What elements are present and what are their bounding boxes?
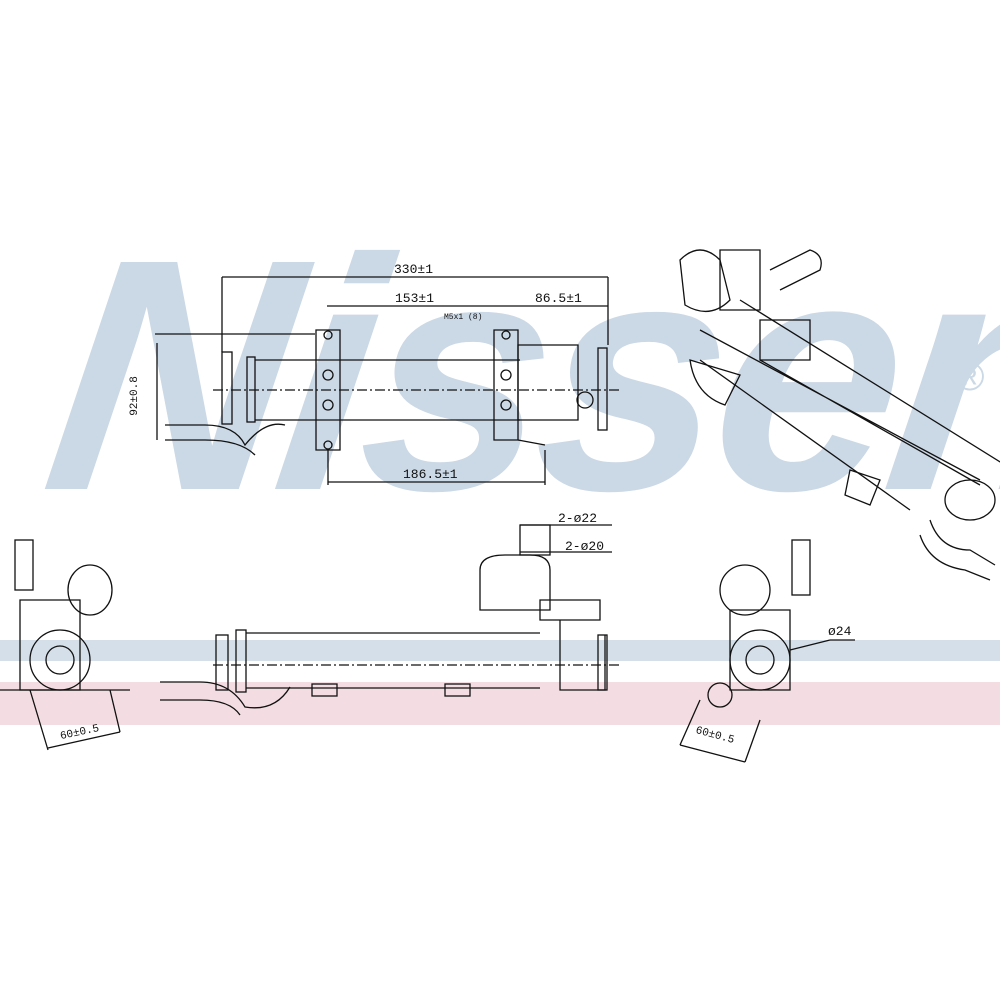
- blue-stripe: [0, 640, 1000, 661]
- dim-height: 92±0.8: [128, 376, 141, 416]
- dim-overall-length: 330±1: [394, 262, 434, 277]
- dim-diameter-inner: 2-ø20: [565, 539, 605, 554]
- dim-pipe-diameter: ø24: [828, 624, 852, 639]
- isometric-view: [679, 249, 1000, 581]
- front-view: [160, 524, 620, 716]
- dim-end-offset: 86.5±1: [535, 291, 582, 306]
- dim-lower-bracket-spacing: 186.5±1: [403, 467, 458, 482]
- thread-note: M5x1 (8): [444, 313, 483, 322]
- pink-stripe: [0, 682, 1000, 725]
- dim-bracket-spacing: 153±1: [395, 291, 435, 306]
- dim-diameter-outer: 2-ø22: [558, 511, 598, 526]
- registered-mark: ®: [955, 355, 985, 399]
- top-view: [155, 276, 620, 485]
- left-side-view: [0, 539, 130, 751]
- right-side-view: [679, 539, 855, 763]
